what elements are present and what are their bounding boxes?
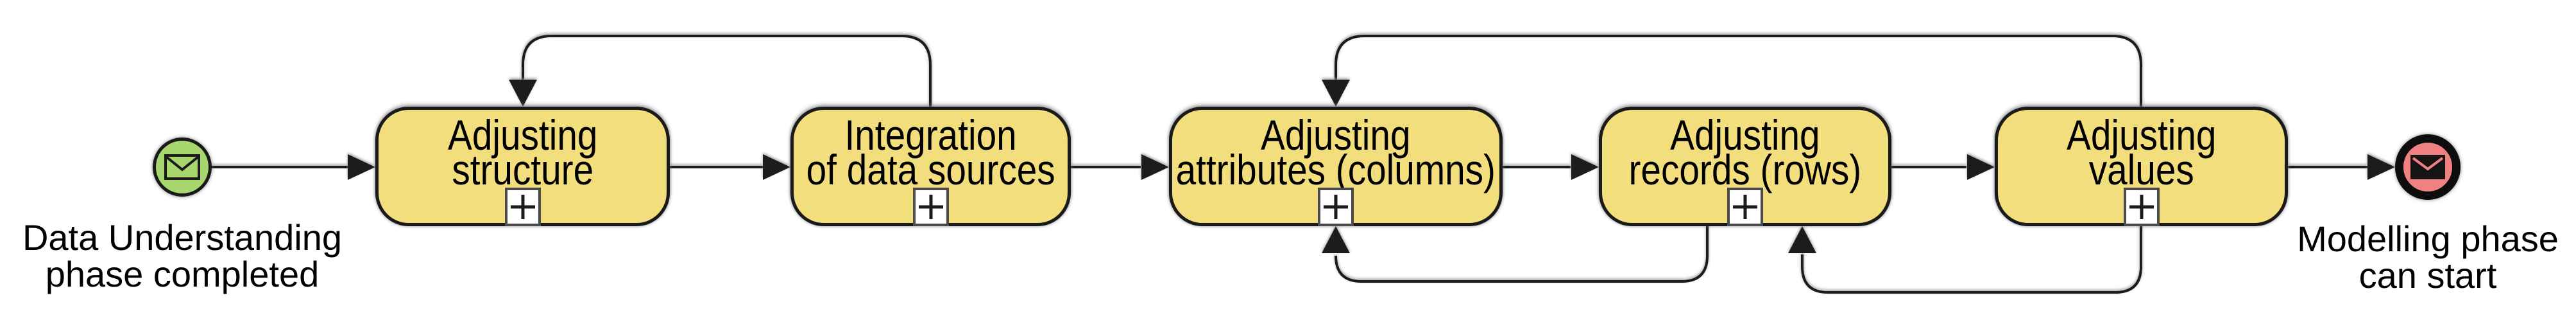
task-integration-of-data-sources: Integration of data sources xyxy=(790,107,1071,226)
end-event-label: Modelling phase can start xyxy=(2229,220,2576,294)
start-event-label: Data Understanding phase completed xyxy=(0,219,381,292)
arrowhead-into-adjusting-structure xyxy=(348,154,375,180)
subprocess-plus-icon xyxy=(1727,188,1763,226)
end-event-label-line: can start xyxy=(2358,255,2497,296)
arrowhead-into-integration xyxy=(763,154,790,180)
task-name-line: Adjusting xyxy=(1670,111,1820,159)
task-adjusting-records-rows: Adjusting records (rows) xyxy=(1599,107,1891,226)
loopback-integration-to-structure xyxy=(522,35,932,107)
arrowhead-loop-into-structure-top xyxy=(509,80,537,107)
task-name-line: of data sources xyxy=(806,146,1055,193)
task-adjusting-attributes-columns: Adjusting attributes (columns) xyxy=(1169,107,1503,226)
subprocess-plus-icon xyxy=(1318,188,1354,226)
arrowhead-loop-into-attributes-top xyxy=(1322,80,1350,107)
subprocess-plus-icon xyxy=(504,188,541,226)
message-envelope-icon xyxy=(164,154,200,180)
task-name-line: Adjusting xyxy=(1261,111,1411,159)
task-adjusting-values: Adjusting values xyxy=(1995,107,2288,226)
task-name-line: Adjusting xyxy=(2066,111,2217,159)
task-label: Adjusting values xyxy=(2066,110,2217,193)
task-label: Adjusting attributes (columns) xyxy=(1175,110,1496,193)
message-envelope-icon xyxy=(2410,155,2445,179)
task-label: Adjusting records (rows) xyxy=(1628,110,1862,193)
task-name-line: values xyxy=(2088,146,2194,193)
subprocess-plus-icon xyxy=(2123,188,2160,226)
end-event-message xyxy=(2395,134,2461,200)
arrowhead-into-values xyxy=(1967,154,1995,180)
task-name-line: Integration xyxy=(844,111,1017,159)
end-event-label-line: Modelling phase xyxy=(2297,218,2559,259)
start-event-message xyxy=(153,138,212,197)
loopback-records-to-attributes xyxy=(1335,226,1709,283)
start-event-label-line: Data Understanding xyxy=(22,217,343,258)
subprocess-plus-icon xyxy=(912,188,949,226)
arrowhead-loop-into-attributes-bottom xyxy=(1322,226,1350,253)
task-label: Adjusting structure xyxy=(447,110,598,193)
start-event-label-line: phase completed xyxy=(45,254,320,294)
task-name-line: Adjusting xyxy=(447,111,598,159)
task-adjusting-structure: Adjusting structure xyxy=(375,107,670,226)
arrowhead-loop-into-records-bottom xyxy=(1788,226,1816,253)
task-label: Integration of data sources xyxy=(806,110,1055,193)
task-name-line: attributes (columns) xyxy=(1175,146,1496,193)
task-name-line: structure xyxy=(452,146,593,193)
loopback-values-to-records xyxy=(1801,226,2142,294)
arrowhead-into-attributes xyxy=(1141,154,1169,180)
loopback-values-to-attributes xyxy=(1335,35,2142,107)
arrowhead-into-records xyxy=(1571,154,1599,180)
arrowhead-into-end-event xyxy=(2367,154,2395,180)
task-name-line: records (rows) xyxy=(1628,146,1862,193)
